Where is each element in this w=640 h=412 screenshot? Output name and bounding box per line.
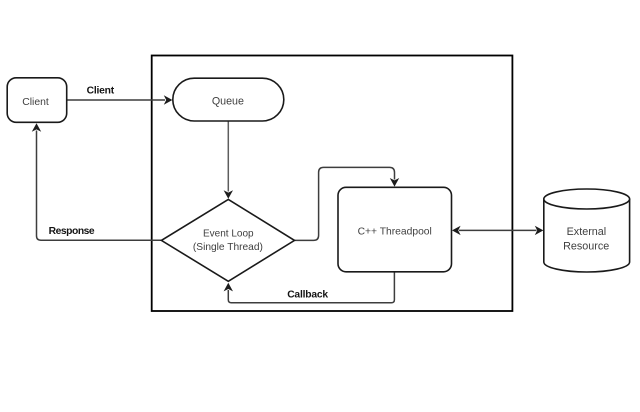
svg-text:Client: Client: [22, 97, 49, 108]
svg-text:External: External: [567, 226, 607, 238]
svg-text:Callback: Callback: [287, 290, 328, 301]
svg-text:Queue: Queue: [212, 96, 244, 108]
svg-text:Event Loop: Event Loop: [203, 229, 254, 240]
svg-text:C++ Threadpool: C++ Threadpool: [358, 227, 432, 238]
svg-text:Resource: Resource: [563, 241, 609, 253]
svg-text:(Single Thread): (Single Thread): [193, 242, 263, 253]
svg-text:Response: Response: [49, 226, 95, 237]
svg-text:Client: Client: [87, 86, 115, 97]
